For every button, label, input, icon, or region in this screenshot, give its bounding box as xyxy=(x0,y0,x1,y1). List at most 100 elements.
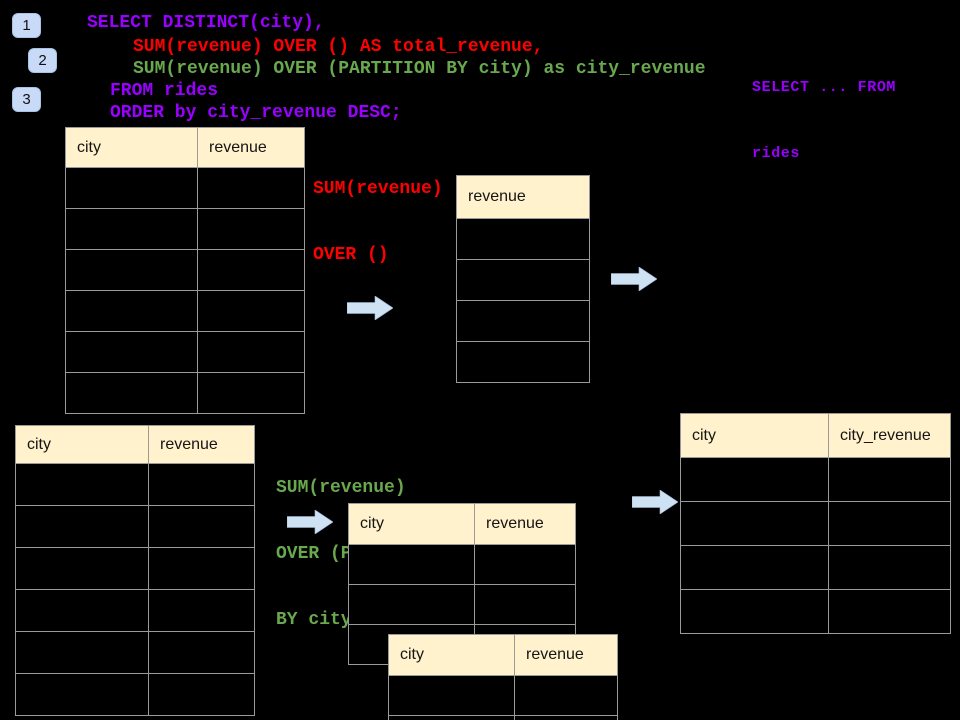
annotation-line: OVER () xyxy=(313,245,389,265)
empty-row xyxy=(15,589,255,632)
empty-row xyxy=(15,463,255,506)
empty-cell xyxy=(474,584,576,625)
empty-row xyxy=(15,505,255,548)
empty-row xyxy=(348,544,576,585)
empty-row xyxy=(456,259,590,301)
empty-cell xyxy=(15,589,149,632)
empty-row xyxy=(65,331,305,373)
empty-cell xyxy=(197,290,305,332)
column-header-city: city xyxy=(388,634,515,676)
column-header-revenue: revenue xyxy=(148,425,255,464)
empty-row xyxy=(65,372,305,414)
empty-cell xyxy=(148,631,255,674)
empty-cell xyxy=(456,341,590,383)
empty-cell xyxy=(828,457,951,502)
empty-row xyxy=(348,584,576,625)
empty-cell xyxy=(65,208,198,250)
empty-cell xyxy=(348,584,475,625)
empty-cell xyxy=(456,218,590,260)
empty-cell xyxy=(15,505,149,548)
header-row: city revenue xyxy=(65,127,305,168)
empty-row xyxy=(388,715,618,720)
empty-row xyxy=(15,673,255,716)
empty-row xyxy=(456,300,590,342)
column-header-city: city xyxy=(15,425,149,464)
step-badge-2: 2 xyxy=(28,48,57,73)
column-header-city-revenue: city_revenue xyxy=(828,413,951,458)
side-note-select-from: SELECT ... FROM rides xyxy=(752,33,896,209)
empty-cell xyxy=(828,501,951,546)
empty-cell xyxy=(148,589,255,632)
empty-row xyxy=(456,341,590,383)
table-city-revenue-result: city city_revenue xyxy=(680,413,951,634)
annotation-sum-over-total: SUM(revenue) OVER () xyxy=(313,134,443,310)
side-note-line-1: SELECT ... FROM xyxy=(752,79,897,96)
arrow-right-icon xyxy=(632,490,678,514)
empty-row xyxy=(680,545,951,590)
sql-line-select: SELECT DISTINCT(city), xyxy=(87,13,325,33)
empty-cell xyxy=(388,715,515,720)
empty-cell xyxy=(65,331,198,373)
step-badge-3: 3 xyxy=(12,87,41,112)
column-header-city: city xyxy=(348,503,475,545)
empty-cell xyxy=(680,589,829,634)
empty-row xyxy=(65,290,305,332)
empty-row xyxy=(65,249,305,291)
empty-row xyxy=(65,167,305,209)
empty-cell xyxy=(197,249,305,291)
table-total-revenue: revenue xyxy=(456,175,590,383)
table-rides-source-2: city revenue xyxy=(15,425,255,716)
empty-cell xyxy=(148,547,255,590)
empty-cell xyxy=(680,457,829,502)
empty-row xyxy=(680,457,951,502)
empty-cell xyxy=(148,463,255,506)
empty-cell xyxy=(197,372,305,414)
empty-cell xyxy=(514,675,618,716)
empty-cell xyxy=(197,167,305,209)
column-header-revenue: revenue xyxy=(474,503,576,545)
empty-row xyxy=(456,218,590,260)
header-row: city revenue xyxy=(15,425,255,464)
column-header-city: city xyxy=(680,413,829,458)
sql-line-order-by: ORDER by city_revenue DESC; xyxy=(110,103,402,123)
sql-line-city-revenue: SUM(revenue) OVER (PARTITION BY city) as… xyxy=(133,59,706,79)
empty-cell xyxy=(65,372,198,414)
empty-cell xyxy=(148,505,255,548)
empty-cell xyxy=(514,715,618,720)
empty-row xyxy=(680,589,951,634)
empty-row xyxy=(65,208,305,250)
empty-cell xyxy=(828,589,951,634)
empty-cell xyxy=(65,167,198,209)
column-header-revenue: revenue xyxy=(197,127,305,168)
empty-cell xyxy=(474,544,576,585)
empty-row xyxy=(15,631,255,674)
empty-cell xyxy=(388,675,515,716)
empty-cell xyxy=(15,673,149,716)
empty-row xyxy=(680,501,951,546)
side-note-line-2: rides xyxy=(752,145,801,162)
empty-cell xyxy=(65,290,198,332)
empty-cell xyxy=(15,631,149,674)
sql-line-from: FROM rides xyxy=(110,81,219,101)
sql-line-total-revenue: SUM(revenue) OVER () AS total_revenue, xyxy=(133,37,544,57)
empty-cell xyxy=(456,300,590,342)
empty-row xyxy=(388,675,618,716)
empty-cell xyxy=(197,208,305,250)
empty-row xyxy=(15,547,255,590)
column-header-revenue: revenue xyxy=(514,634,618,676)
empty-cell xyxy=(456,259,590,301)
column-header-revenue: revenue xyxy=(456,175,590,219)
header-row: city city_revenue xyxy=(680,413,951,458)
empty-cell xyxy=(348,544,475,585)
empty-cell xyxy=(65,249,198,291)
arrow-right-icon xyxy=(611,267,657,291)
header-row: city revenue xyxy=(388,634,618,676)
column-header-city: city xyxy=(65,127,198,168)
annotation-line: SUM(revenue) xyxy=(313,179,443,199)
step-badge-1: 1 xyxy=(12,13,41,38)
empty-cell xyxy=(15,463,149,506)
table-partition-overlay: city revenue xyxy=(388,634,618,720)
table-rides-source: city revenue xyxy=(65,127,305,414)
arrow-right-icon xyxy=(287,510,333,534)
